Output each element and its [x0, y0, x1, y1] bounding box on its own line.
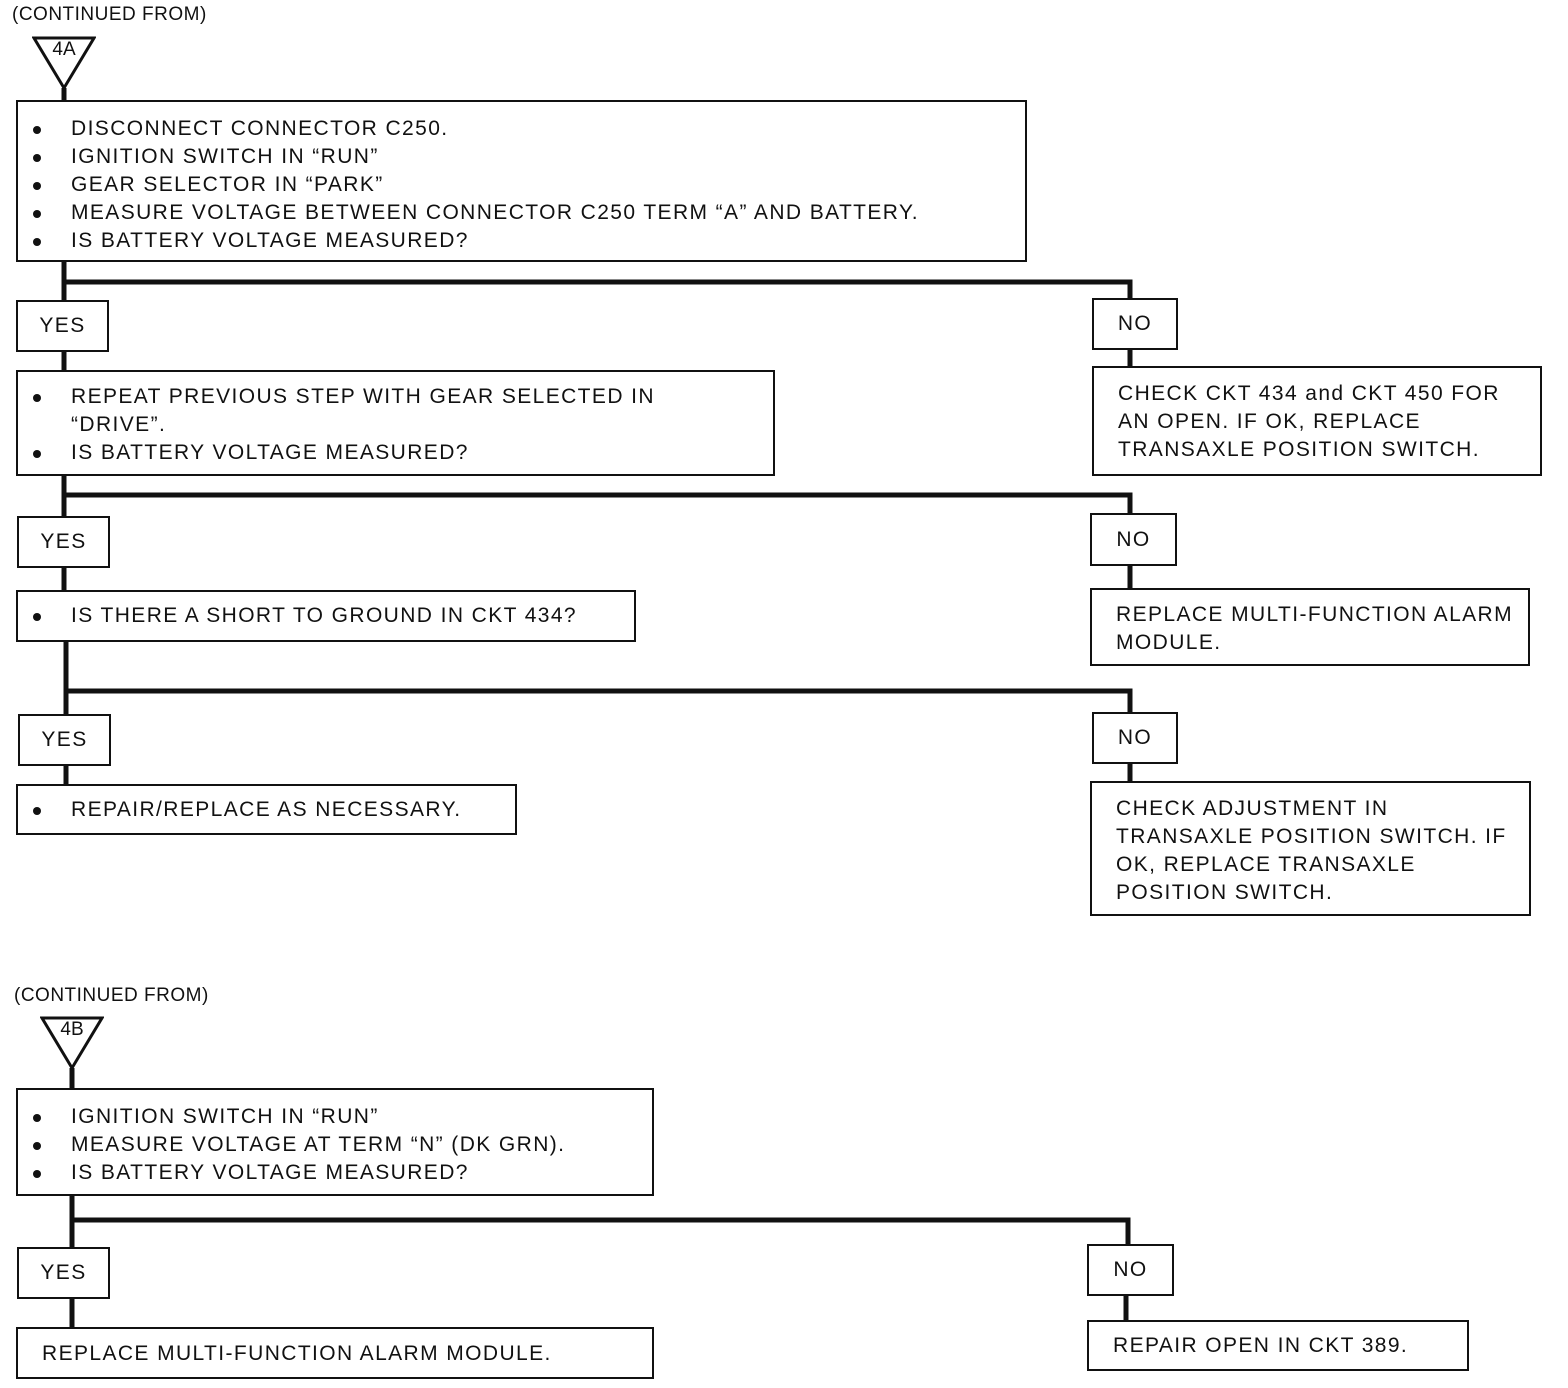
yes-label-b: YES	[17, 1247, 110, 1299]
continued-from-label-a: (CONTINUED FROM)	[12, 4, 207, 25]
no-label-a2: NO	[1090, 513, 1177, 566]
connector-4a-label: 4A	[52, 39, 76, 60]
no-label-a1: NO	[1092, 298, 1178, 350]
step-a2-box: REPEAT PREVIOUS STEP WITH GEAR SELECTED …	[16, 370, 775, 476]
yes-label-a2: YES	[17, 516, 110, 568]
yes-a3-result-box: REPAIR/REPLACE AS NECESSARY.	[16, 784, 517, 835]
connector-4b-triangle: 4B	[40, 1016, 104, 1080]
yes-a3-result-item: REPAIR/REPLACE AS NECESSARY.	[18, 796, 515, 824]
yes-b-result-box: REPLACE MULTI-FUNCTION ALARM MODULE.	[16, 1327, 654, 1379]
step-a1-box: DISCONNECT CONNECTOR C250. IGNITION SWIT…	[16, 100, 1027, 262]
no-label-b: NO	[1087, 1244, 1174, 1296]
step-a1-item: GEAR SELECTOR IN “PARK”	[18, 171, 1025, 199]
step-a2-item: IS BATTERY VOLTAGE MEASURED?	[18, 439, 773, 467]
connector-4b-label: 4B	[60, 1019, 84, 1040]
continued-from-label-b: (CONTINUED FROM)	[14, 985, 209, 1006]
step-a1-item: IS BATTERY VOLTAGE MEASURED?	[18, 227, 1025, 255]
yes-label-a3: YES	[18, 714, 111, 766]
no-a3-result-box: CHECK ADJUSTMENT IN TRANSAXLE POSITION S…	[1090, 781, 1531, 916]
step-a1-item: MEASURE VOLTAGE BETWEEN CONNECTOR C250 T…	[18, 199, 1025, 227]
step-a2-item: REPEAT PREVIOUS STEP WITH GEAR SELECTED …	[18, 383, 773, 439]
yes-label-a1: YES	[16, 300, 109, 352]
step-a3-box: IS THERE A SHORT TO GROUND IN CKT 434?	[16, 590, 636, 642]
no-a1-result-box: CHECK CKT 434 and CKT 450 FOR AN OPEN. I…	[1092, 366, 1542, 476]
no-label-a3: NO	[1092, 712, 1178, 764]
connector-4a-triangle: 4A	[32, 36, 96, 100]
step-b1-item: IGNITION SWITCH IN “RUN”	[18, 1103, 652, 1131]
step-b1-item: MEASURE VOLTAGE AT TERM “N” (DK GRN).	[18, 1131, 652, 1159]
step-a3-item: IS THERE A SHORT TO GROUND IN CKT 434?	[18, 602, 634, 630]
no-b-result-box: REPAIR OPEN IN CKT 389.	[1087, 1320, 1469, 1371]
no-a2-result-box: REPLACE MULTI-FUNCTION ALARM MODULE.	[1090, 588, 1530, 666]
step-b1-box: IGNITION SWITCH IN “RUN” MEASURE VOLTAGE…	[16, 1088, 654, 1196]
step-a1-item: IGNITION SWITCH IN “RUN”	[18, 143, 1025, 171]
step-a1-item: DISCONNECT CONNECTOR C250.	[18, 115, 1025, 143]
step-b1-item: IS BATTERY VOLTAGE MEASURED?	[18, 1159, 652, 1187]
